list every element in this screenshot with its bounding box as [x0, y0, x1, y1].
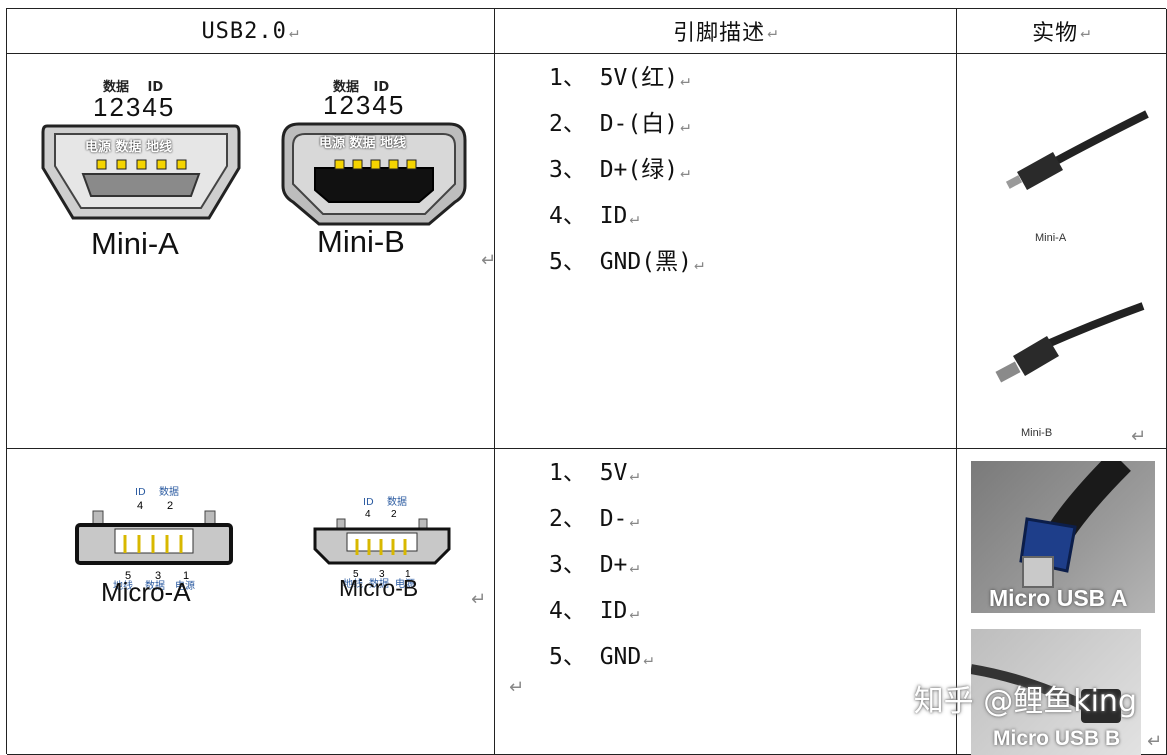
- pin-item: 5、 GND(黑)↵: [549, 249, 704, 275]
- micro-a-num-2: 2: [167, 500, 173, 512]
- micro-b-num-3: 3: [379, 569, 385, 580]
- micro-b-num-5: 5: [353, 569, 359, 580]
- header-physical: 实物↵: [957, 9, 1167, 54]
- mini-a-label-id: ID: [147, 80, 164, 95]
- header-pin-description: 引脚描述↵: [495, 9, 957, 54]
- return-mark: ↵: [767, 21, 778, 41]
- micro-b-bl-data: 数据: [369, 577, 389, 590]
- mini-b-label-id: ID: [373, 80, 390, 95]
- micro-pin-cell: 1、 5V↵ 2、 D-↵ 3、 D+↵ 4、 ID↵ 5、 GND↵ ↵: [495, 449, 957, 755]
- mini-photo-cell: Mini-A Mini-B ↵: [957, 54, 1167, 449]
- micro-b-connector-diagram: ID 数据 4 2 5 3 1 地线 数据 电源: [313, 495, 451, 590]
- micro-photo-cell: Micro USB A Micro USB B ↵: [957, 449, 1167, 755]
- micro-b-bl-power: 电源: [395, 577, 415, 590]
- micro-b-label-id: ID: [363, 497, 374, 508]
- mini-b-label-data: 数据: [333, 80, 360, 95]
- return-mark: ↵: [288, 21, 300, 41]
- micro-usb-a-photo: Micro USB A: [971, 461, 1155, 613]
- mini-a-connector-diagram: [41, 124, 241, 220]
- mini-pin-cell: 1、 5V(红)↵ 2、 D-(白)↵ 3、 D+(绿)↵ 4、 ID↵ 5、 …: [495, 54, 957, 449]
- micro-a-label-id: ID: [135, 487, 146, 498]
- micro-b-label-data: 数据: [387, 495, 407, 508]
- micro-usb-b-photo-label: Micro USB B: [993, 727, 1121, 750]
- mini-b-inner-power: 电源: [319, 136, 346, 151]
- header-physical-text: 实物: [1032, 21, 1079, 46]
- micro-a-num-3: 3: [155, 570, 161, 582]
- micro-b-caption: Micro-B: [339, 575, 419, 601]
- return-mark: ↵: [481, 250, 497, 271]
- mini-b-cable-photo: [995, 302, 1145, 383]
- mini-a-caption: Mini-A: [91, 226, 179, 261]
- mini-b-caption: Mini-B: [317, 224, 405, 259]
- mini-a-inner-ground: 地线: [146, 140, 173, 155]
- pin-item: 1、 5V(红)↵: [549, 65, 690, 91]
- mini-a-inner-data: 数据: [115, 140, 142, 155]
- mini-b-pin-numbers: 12345: [323, 90, 406, 120]
- micro-a-num-4: 4: [137, 500, 143, 512]
- mini-a-inner-power: 电源: [85, 140, 112, 155]
- mini-b-inner-ground: 地线: [380, 136, 407, 151]
- pin-item: 4、 ID↵: [549, 598, 640, 624]
- pin-item: 3、 D+(绿)↵: [549, 157, 690, 183]
- return-mark: ↵: [471, 589, 487, 610]
- mini-b-inner-data: 数据: [349, 136, 376, 151]
- micro-b-num-2: 2: [391, 509, 397, 520]
- pin-item: 2、 D-↵: [549, 506, 640, 532]
- micro-a-bl-data: 数据: [145, 579, 165, 592]
- micro-pin-list: 1、 5V↵ 2、 D-↵ 3、 D+↵ 4、 ID↵ 5、 GND↵: [549, 451, 653, 681]
- mini-a-label-data: 数据: [103, 80, 130, 95]
- zhihu-watermark: 知乎 @鲤鱼king: [913, 684, 1137, 719]
- mini-a-photo-label: Mini-A: [1035, 232, 1067, 244]
- micro-usb-b-photo-art: [971, 664, 1121, 723]
- micro-a-num-1: 1: [183, 570, 189, 582]
- micro-a-bl-ground: 地线: [113, 579, 133, 592]
- mini-pin-list: 1、 5V(红)↵ 2、 D-(白)↵ 3、 D+(绿)↵ 4、 ID↵ 5、 …: [549, 56, 704, 286]
- mini-b-photo-label: Mini-B: [1021, 427, 1053, 439]
- pin-item: 5、 GND↵: [549, 644, 653, 670]
- mini-diagram-cell: 数据 ID 12345 电源 数据 地线 Mini-A 数据 ID 12345: [7, 54, 497, 449]
- pin-item: 4、 ID↵: [549, 203, 640, 229]
- mini-b-connector-diagram: [281, 122, 467, 226]
- header-pin-description-text: 引脚描述: [673, 21, 766, 46]
- micro-b-num-1: 1: [405, 569, 411, 580]
- return-mark: ↵: [509, 677, 525, 698]
- micro-b-bl-ground: 地线: [343, 577, 363, 590]
- return-mark: ↵: [1080, 21, 1091, 41]
- return-mark: ↵: [1147, 731, 1163, 752]
- micro-a-label-data: 数据: [159, 485, 179, 498]
- micro-usb-a-photo-label: Micro USB A: [989, 585, 1128, 611]
- header-usb20-text: USB2.0: [201, 18, 287, 44]
- usb-pinout-table: USB2.0↵ 引脚描述↵ 实物↵ 数据 ID 12345 电源 数据 地线 M…: [6, 8, 1167, 755]
- micro-a-bl-power: 电源: [175, 579, 195, 592]
- pin-item: 3、 D+↵: [549, 552, 640, 578]
- header-usb20: USB2.0↵: [7, 9, 495, 54]
- return-mark: ↵: [1131, 426, 1147, 447]
- micro-a-connector-diagram: ID 数据 4 2 5 3 1 地线 数据 电源: [75, 485, 233, 592]
- micro-diagram-cell: ID 数据 4 2 5 3 1 地线 数据 电源 Micro-A ID 数据 4…: [7, 449, 495, 755]
- micro-a-num-5: 5: [125, 570, 131, 582]
- pin-item: 2、 D-(白)↵: [549, 111, 690, 137]
- mini-a-cable-photo: [1005, 110, 1149, 190]
- mini-a-pin-numbers: 12345: [93, 92, 176, 122]
- pin-item: 1、 5V↵: [549, 460, 640, 486]
- micro-usb-a-photo-art: [1019, 461, 1131, 588]
- micro-a-caption: Micro-A: [101, 577, 191, 607]
- micro-usb-b-photo: Micro USB B: [971, 629, 1141, 755]
- micro-b-num-4: 4: [365, 509, 371, 520]
